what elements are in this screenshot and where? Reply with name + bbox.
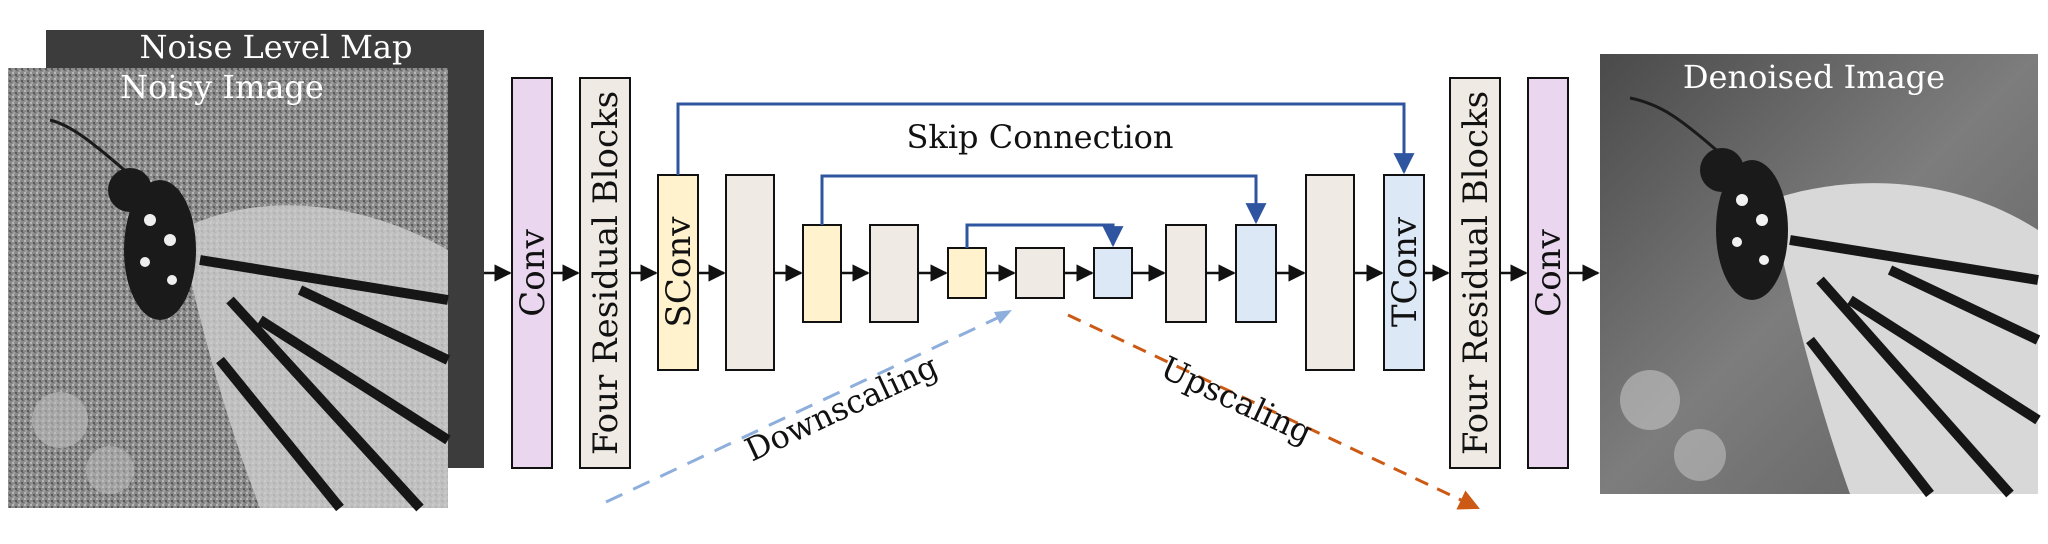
conv-out-label: Conv [1529, 228, 1569, 316]
residual-in-label: Four Residual Blocks [586, 91, 626, 455]
upscaling-label: Upscaling [1155, 348, 1318, 451]
tconv-block [1383, 174, 1425, 371]
decoder-residual-1 [1165, 224, 1207, 323]
denoised-image [1600, 54, 2041, 498]
upscaling-arrow [1067, 313, 1480, 510]
tconv-label: TConv [1385, 216, 1425, 327]
encoder-down-1 [802, 224, 842, 323]
residual-out-label: Four Residual Blocks [1456, 91, 1496, 455]
denoised-image-label: Denoised Image [1683, 58, 1945, 96]
skip-connection-arrows [676, 102, 1415, 248]
encoder-residual-2 [869, 224, 919, 323]
noise-level-map-label: Noise Level Map [140, 28, 413, 66]
downscaling-arrow [605, 310, 1011, 504]
decoder-up-1 [1093, 247, 1133, 299]
sconv-label: SConv [659, 216, 699, 328]
conv-out-block [1527, 77, 1569, 469]
skip-connection-label: Skip Connection [907, 118, 1174, 156]
residual-in-block [579, 77, 631, 469]
decoder-residual-2 [1305, 174, 1355, 371]
decoder-up-2 [1235, 224, 1277, 323]
downscaling-arrowhead [994, 310, 1012, 324]
bottleneck-residual [1015, 247, 1065, 299]
encoder-down-2 [947, 247, 987, 299]
encoder-residual-1 [725, 174, 775, 371]
noisy-image-label: Noisy Image [120, 68, 324, 106]
noisy-image [8, 68, 451, 512]
conv-in-label: Conv [513, 228, 553, 316]
